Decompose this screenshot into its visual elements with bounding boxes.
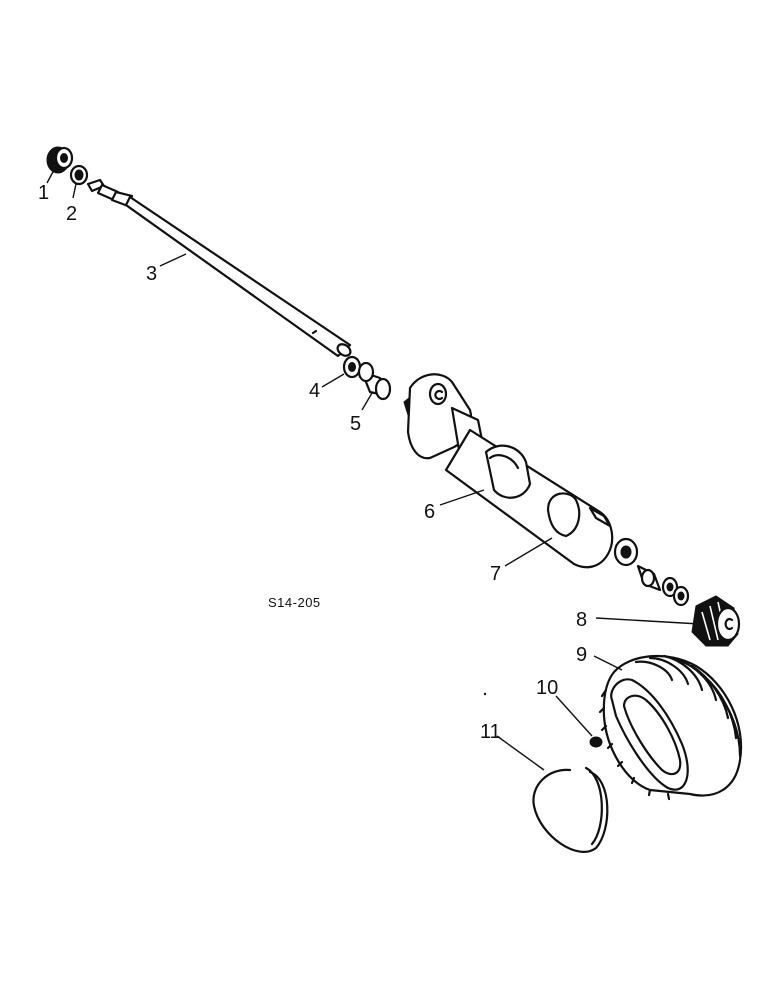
callout-9: 9 [576,644,587,666]
part-4-washer [342,355,362,379]
callout-8: 8 [576,609,587,631]
part-3-shaft [86,178,352,358]
callout-1: 1 [38,182,49,204]
callout-2: 2 [66,203,77,225]
part-5-bushing [357,361,392,401]
callout-numbers: 1 2 3 4 5 6 7 8 9 10 11 [38,182,587,743]
callout-10: 10 [536,677,558,699]
callout-7: 7 [490,563,501,585]
part-2-washer [69,164,89,186]
part-11-snap-ring [532,766,609,853]
part-6-housing [403,373,639,569]
part-9-helical-gear [598,654,743,801]
spacer-bushing [636,564,690,607]
stray-dot [483,692,487,696]
leader-lines [46,167,701,771]
part-1-nut [46,146,74,174]
callout-5: 5 [350,413,361,435]
part-7-o-ring [546,492,581,538]
drawing-code: S14-205 [268,595,321,610]
callout-4: 4 [309,380,320,402]
part-10-pin [589,736,603,748]
callout-11: 11 [480,721,501,743]
callout-6: 6 [424,501,435,523]
callout-3: 3 [146,263,157,285]
part-8-pinion-gear [691,595,741,647]
